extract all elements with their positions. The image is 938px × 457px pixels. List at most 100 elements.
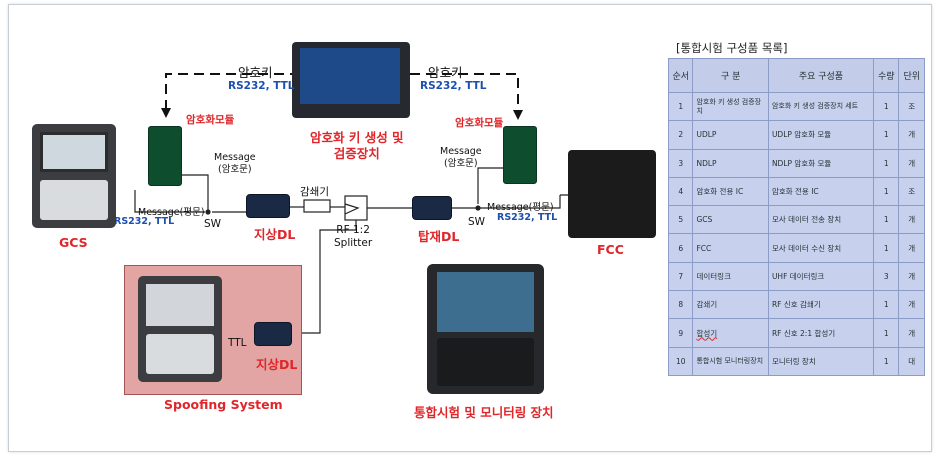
table-cell: 조 <box>898 91 925 122</box>
table-cell: 1 <box>872 346 900 376</box>
key-if-left: RS232, TTL <box>228 80 295 92</box>
crypto-module-left-label: 암호화모듈 <box>186 114 235 126</box>
table-cell: 개 <box>898 318 925 348</box>
table-cell: 개 <box>898 120 925 150</box>
table-header: 수량 <box>872 58 900 93</box>
msg-plain-left-if: RS232, TTL <box>114 216 175 227</box>
crypto-module-left-image <box>148 126 182 186</box>
ttl-label: TTL <box>228 337 247 349</box>
air-dl-image <box>412 196 452 220</box>
crypto-module-right-image <box>503 126 537 184</box>
table-cell: 1 <box>872 318 900 348</box>
table-cell: 합성기 <box>692 318 769 348</box>
gcs-label: GCS <box>59 235 88 250</box>
table-cell: 3 <box>872 261 900 292</box>
key-arrow-left <box>161 108 171 118</box>
table-cell: 개 <box>898 233 925 263</box>
key-arrow-right <box>513 110 523 120</box>
key-label-left: 암호키 <box>238 65 273 80</box>
monitoring-device-image <box>427 264 544 394</box>
table-cell: 통합시험 모니터링장치 <box>692 346 769 376</box>
msg-plain-right-if: RS232, TTL <box>497 212 558 223</box>
table-cell: 암호화 전용 IC <box>767 176 874 207</box>
table-cell: 암호화 키 생성 검증장치 세트 <box>767 91 874 122</box>
table-cell: 데이터링크 <box>692 261 769 292</box>
key-label-right: 암호키 <box>428 65 463 80</box>
ground-dl-label: 지상DL <box>254 227 296 242</box>
table-cell: 모사 데이터 수신 장치 <box>767 233 874 263</box>
msg-cipher-right: Message (암호문) <box>440 146 482 169</box>
spoof-dl-label: 지상DL <box>256 357 298 372</box>
table-cell: 10 <box>667 346 694 376</box>
key-link-right <box>410 73 519 112</box>
table-cell: 대 <box>898 346 925 376</box>
table-cell: UDLP <box>692 120 769 150</box>
gcs-image <box>32 124 116 228</box>
table-cell: 1 <box>872 148 900 178</box>
table-cell: FCC <box>692 233 769 263</box>
splitter-label: RF 1:2 Splitter <box>334 224 373 249</box>
table-title: [통합시험 구성품 목록] <box>676 41 788 55</box>
spoof-dl-image <box>254 322 292 346</box>
key-link-left <box>165 73 292 110</box>
table-cell: UDLP 암호화 모듈 <box>767 120 874 150</box>
msg-plain-left: Message(평문) <box>138 207 205 218</box>
crypto-key-device-image <box>292 42 410 118</box>
table-header: 순서 <box>667 58 694 93</box>
table-cell: 2 <box>667 120 694 150</box>
table-header: 주요 구성품 <box>767 58 874 93</box>
monitoring-device-label: 통합시험 및 모니터링 장치 <box>414 405 554 420</box>
crypto-module-right-label: 암호화모듈 <box>455 117 504 129</box>
fcc-image <box>568 150 656 238</box>
table-cell: RF 신호 2:1 합성기 <box>767 318 874 348</box>
attenuator-label: 감쇄기 <box>300 186 329 198</box>
msg-plain-right: Message(평문) <box>487 202 554 213</box>
ground-dl-image <box>246 194 290 218</box>
table-cell: 조 <box>898 176 925 207</box>
table-cell: 개 <box>898 290 925 320</box>
table-cell: 모니터링 장치 <box>767 346 874 376</box>
table-cell: 8 <box>667 290 694 320</box>
table-cell: 감쇄기 <box>692 290 769 320</box>
table-cell: 6 <box>667 233 694 263</box>
msg-cipher-left: Message (암호문) <box>214 152 256 175</box>
table-cell: 4 <box>667 176 694 207</box>
air-dl-label: 탑재DL <box>418 229 460 244</box>
table-cell: 1 <box>872 176 900 207</box>
table-cell: 1 <box>872 91 900 122</box>
table-cell: 7 <box>667 261 694 292</box>
table-cell: UHF 데이터링크 <box>767 261 874 292</box>
table-cell: 암호화 키 생성 검증장치 <box>692 91 769 122</box>
table-cell: 3 <box>667 148 694 178</box>
table-cell: 1 <box>872 120 900 150</box>
table-header: 구 분 <box>692 58 769 93</box>
spoof-gcs-image <box>138 276 222 382</box>
table-cell: GCS <box>692 205 769 235</box>
fcc-label: FCC <box>597 242 624 257</box>
table-cell: 개 <box>898 261 925 292</box>
table-cell: 9 <box>667 318 694 348</box>
table-cell: NDLP <box>692 148 769 178</box>
table-cell: 1 <box>872 205 900 235</box>
table-cell: 개 <box>898 148 925 178</box>
table-cell: 5 <box>667 205 694 235</box>
crypto-key-device-label: 암호화 키 생성 및 검증장치 <box>310 130 404 161</box>
switch-right-label: SW <box>468 216 486 228</box>
table-header: 단위 <box>898 58 925 93</box>
table-cell: 1 <box>872 290 900 320</box>
spoofing-system-label: Spoofing System <box>164 397 283 412</box>
table-cell: 암호화 전용 IC <box>692 176 769 207</box>
table-cell: NDLP 암호화 모듈 <box>767 148 874 178</box>
